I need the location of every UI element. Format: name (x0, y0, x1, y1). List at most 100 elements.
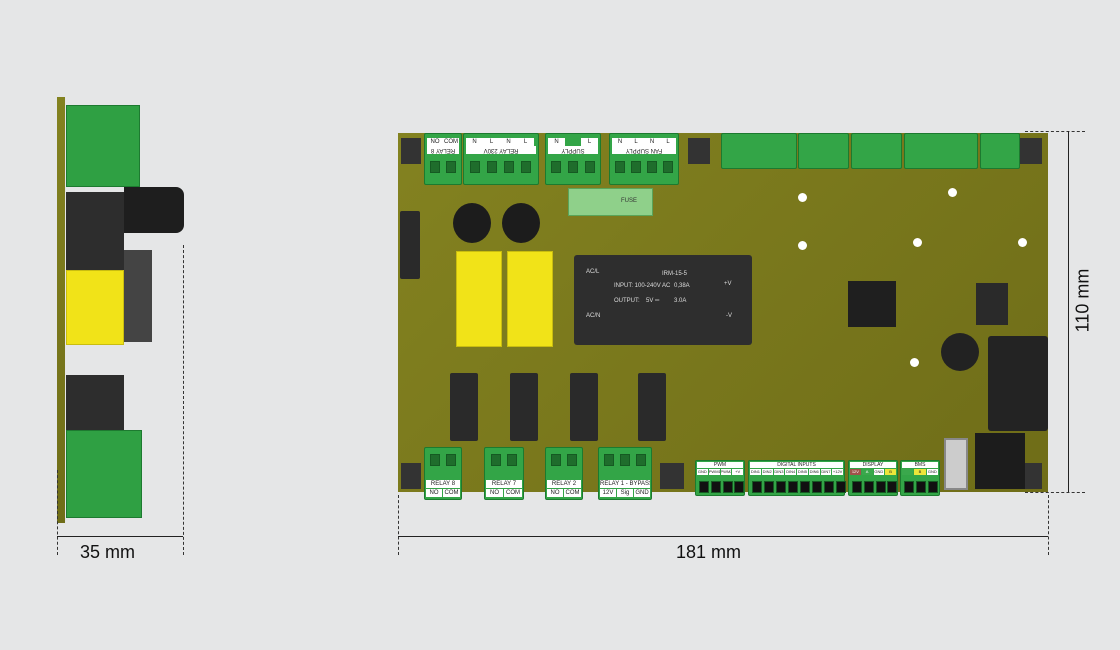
pin-label: 12V (850, 469, 861, 475)
terminal-slot (647, 161, 657, 173)
terminal-display: DISPLAY 12V A GND B (848, 460, 898, 496)
side-connector-barrel (124, 187, 184, 233)
terminal-label: RELAY 1 - BYPASS (600, 480, 650, 488)
pin-label: DIN5 (797, 469, 808, 475)
side-relay-back (124, 250, 152, 342)
mount-hole (798, 241, 807, 250)
pin-label: N (612, 138, 628, 146)
terminal-fan-supply: FAN SUPPLY N L N L (609, 133, 679, 185)
pin-label: COM (504, 489, 522, 497)
pin-label: DIN7 (820, 469, 832, 475)
terminal-slot (551, 454, 561, 466)
pin-label: L (483, 138, 500, 146)
side-extent-left (57, 470, 58, 555)
terminal-slot (904, 481, 914, 493)
terminal-slot (551, 161, 561, 173)
terminal-block-top-right (980, 133, 1020, 169)
mount-hole (913, 238, 922, 247)
terminal-label: SUPPLY (548, 146, 598, 154)
terminal-slot (887, 481, 897, 493)
terminal-slot (604, 454, 614, 466)
terminal-slot (800, 481, 810, 493)
terminal-block-top-right (721, 133, 797, 169)
mount-hole (798, 193, 807, 202)
mount-hole (948, 188, 957, 197)
power-relay (456, 251, 502, 347)
pin-label: NO (427, 138, 443, 146)
mount-pad (401, 463, 421, 489)
terminal-slot (663, 161, 673, 173)
terminal-slot (585, 161, 595, 173)
pin-label: COM (564, 489, 581, 497)
terminal-slot (764, 481, 774, 493)
terminal-digital-inputs: DIGITAL INPUTS DIN1 DIN2 DIN3 DIN4 DIN5 … (748, 460, 846, 496)
terminal-relay-1-bypass: RELAY 1 - BYPASS 12V Sig GND (598, 447, 652, 500)
terminal-slot (699, 481, 709, 493)
pin-label: NO (426, 489, 442, 497)
capacitor (502, 203, 540, 243)
depth-dimension-line (57, 536, 183, 537)
side-top-terminal (66, 105, 140, 187)
terminal-label: RELAY 7 (486, 480, 522, 488)
pin-label: NO (547, 489, 563, 497)
depth-dimension-label: 35 mm (80, 542, 136, 562)
terminal-label: RELAY 8 (426, 480, 460, 488)
terminal-slot (711, 481, 721, 493)
terminal-slot (504, 161, 514, 173)
pin-label: PWM1 (708, 469, 720, 475)
terminal-label: DIGITAL INPUTS (750, 462, 843, 468)
terminal-slot (446, 161, 456, 173)
terminal-slot (752, 481, 762, 493)
pin-label: 12V (600, 489, 616, 497)
side-bottom-terminal (66, 430, 142, 518)
terminal-slot (812, 481, 822, 493)
terminal-block-top-right (798, 133, 849, 169)
terminal-slot (521, 161, 531, 173)
pin-label: A (861, 469, 873, 475)
small-relay (400, 211, 420, 279)
width-extent-right (1048, 495, 1049, 555)
terminal-label: RELAY 8 (427, 146, 459, 154)
side-view (40, 95, 190, 525)
terminal-pwm: PWM GND PWM1 PWM2 +V (695, 460, 745, 496)
usb-port (944, 438, 968, 490)
microcontroller (848, 281, 896, 327)
pin-label: N (500, 138, 517, 146)
pin-label: DIN1 (750, 469, 761, 475)
pin-label: DIN3 (773, 469, 785, 475)
fuse-holder: FUSE (568, 188, 653, 216)
module-input-current: 0,38A (674, 283, 690, 289)
module-ac-l: AC/L (586, 269, 600, 275)
pin-label: N (466, 138, 483, 146)
pin-label: PWM2 (720, 469, 732, 475)
pin-label: +V (732, 469, 743, 475)
terminal-slot (788, 481, 798, 493)
terminal-slot (928, 481, 938, 493)
module-output-current: 3.0A (674, 298, 687, 304)
side-connector (988, 336, 1048, 431)
fuse-label: FUSE (621, 198, 638, 204)
pin-label: COM (443, 138, 459, 146)
pin-label: L (517, 138, 534, 146)
pin-label: +12V (832, 469, 843, 475)
side-power-module (66, 192, 124, 270)
height-dimension-line (1068, 131, 1069, 492)
terminal-slot (776, 481, 786, 493)
buzzer (941, 333, 979, 371)
terminal-slot (734, 481, 744, 493)
pin-label: DIN6 (808, 469, 820, 475)
mount-hole (910, 358, 919, 367)
pin-label: NO (486, 489, 503, 497)
power-relay (507, 251, 553, 347)
side-pcb-edge (57, 97, 65, 523)
terminal-relay-230v: RELAY 230V N L N L (463, 133, 539, 185)
signal-relay (510, 373, 538, 441)
width-extent-left (398, 495, 399, 555)
pin-label: L (628, 138, 644, 146)
terminal-slot (864, 481, 874, 493)
terminal-slot (568, 161, 578, 173)
pin-label: Sig (617, 489, 633, 497)
terminal-slot (620, 454, 630, 466)
module-ac-n: AC/N (586, 313, 601, 319)
rj45-port (975, 433, 1025, 489)
